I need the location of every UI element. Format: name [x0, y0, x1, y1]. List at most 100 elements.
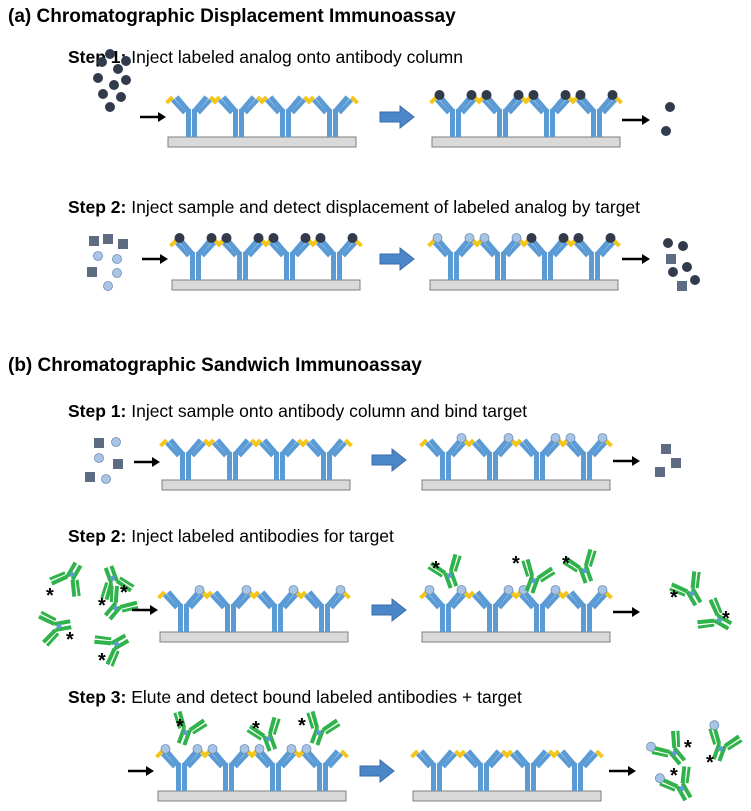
section-b-step3-label: Step 3:	[68, 687, 127, 707]
antibody-arm	[187, 752, 202, 769]
antibody-arm	[192, 95, 209, 113]
antibody-arm	[545, 593, 560, 610]
antigen-site	[344, 438, 353, 448]
target-square	[671, 458, 681, 468]
antibody-arm	[425, 593, 440, 610]
capture-antibody	[419, 433, 472, 480]
antibody-arm	[50, 574, 69, 586]
antibody-arm	[472, 441, 487, 458]
label-marker: *	[706, 752, 714, 774]
labeled-antibody	[103, 585, 139, 621]
antibody-arm	[442, 752, 457, 769]
target-circle	[93, 251, 103, 261]
antibody-arm	[46, 632, 60, 647]
antibody-arm	[524, 575, 535, 592]
antibody-arm	[545, 441, 560, 458]
flow-arrow-head	[150, 605, 158, 615]
target-circle	[288, 585, 299, 595]
capture-antibody	[427, 233, 480, 280]
antibody-arm	[577, 238, 594, 256]
antibody-arm	[529, 98, 544, 115]
labeled-analog	[481, 90, 492, 100]
target-square	[661, 444, 671, 454]
antibody-arm	[182, 729, 192, 746]
labeled-analog	[668, 267, 678, 277]
antibody-arm	[315, 95, 332, 113]
capture-antibody	[466, 433, 519, 480]
antibody-arm	[717, 745, 727, 762]
flow-arrow-head	[642, 254, 650, 264]
labeled-analog	[690, 275, 700, 285]
antibody-arm	[540, 571, 556, 583]
labeled-analog	[558, 233, 569, 243]
antigen-site	[350, 95, 359, 105]
section-a-step2-text: Inject sample and detect displacement of…	[126, 197, 641, 217]
antibody-hinge	[56, 623, 62, 629]
antibody-arm	[438, 95, 455, 113]
capture-antibody	[513, 433, 566, 480]
antibody-arm	[574, 241, 589, 258]
antibody-arm	[672, 746, 687, 762]
antibody-arm	[446, 590, 463, 608]
target-square	[87, 267, 97, 277]
antibody-arm	[65, 561, 78, 578]
antibody-arm	[225, 238, 242, 256]
target-square	[103, 234, 113, 244]
target-square	[666, 254, 676, 264]
antibody-arm	[525, 558, 535, 577]
antibody-arm	[233, 438, 250, 456]
antibody-arm	[685, 766, 691, 784]
antibody-arm	[727, 739, 743, 751]
antibody-arm	[325, 723, 341, 735]
capture-antibody	[251, 585, 304, 632]
target-circle	[112, 268, 122, 278]
antibody-arm	[513, 749, 530, 767]
antibody-arm	[121, 606, 139, 613]
antibody-arm	[472, 593, 487, 610]
antigen-site	[249, 749, 258, 759]
labeled-analog	[268, 233, 279, 243]
target-square	[677, 281, 687, 291]
antibody-arm	[427, 566, 443, 578]
labeled-analog	[174, 233, 185, 243]
antibody-arm	[697, 623, 715, 629]
antibody-arm	[285, 441, 300, 458]
target-circle	[709, 720, 720, 731]
capture-antibody	[216, 233, 269, 280]
column-support	[157, 790, 347, 802]
label-marker: *	[66, 629, 74, 651]
antibody-arm	[521, 560, 530, 577]
labeled-analog	[97, 57, 107, 67]
antibody-arm	[218, 98, 233, 115]
antibody-hinge	[679, 785, 685, 791]
capture-antibody	[429, 90, 482, 137]
antibody-arm	[262, 438, 279, 456]
antigen-site	[595, 749, 604, 759]
capture-antibody	[155, 744, 208, 791]
capture-antibody	[249, 744, 302, 791]
capture-antibody	[306, 95, 359, 137]
antibody-arm	[530, 238, 547, 256]
antibody-arm	[243, 238, 260, 256]
antigen-site	[202, 749, 211, 759]
capture-antibody	[169, 233, 222, 280]
antibody-arm	[337, 238, 354, 256]
antibody-arm	[161, 752, 176, 769]
antibody-arm	[186, 438, 203, 456]
step-transition-arrow	[379, 246, 415, 272]
antibody-arm	[419, 749, 436, 767]
antigen-site	[419, 590, 428, 600]
label-marker: *	[46, 585, 54, 607]
target-circle	[550, 433, 561, 443]
section-a-step2: Step 2: Inject sample and detect displac…	[68, 197, 640, 218]
antibody-arm	[498, 593, 513, 610]
antibody-arm	[104, 582, 114, 601]
antibody-arm	[338, 98, 353, 115]
antibody-arm	[109, 585, 114, 603]
antibody-arm	[166, 590, 183, 608]
antibody-arm	[587, 590, 604, 608]
antibody-arm	[310, 710, 320, 729]
antibody-arm	[327, 438, 344, 456]
antibody-arm	[480, 241, 495, 258]
antibody-arm	[569, 590, 586, 608]
